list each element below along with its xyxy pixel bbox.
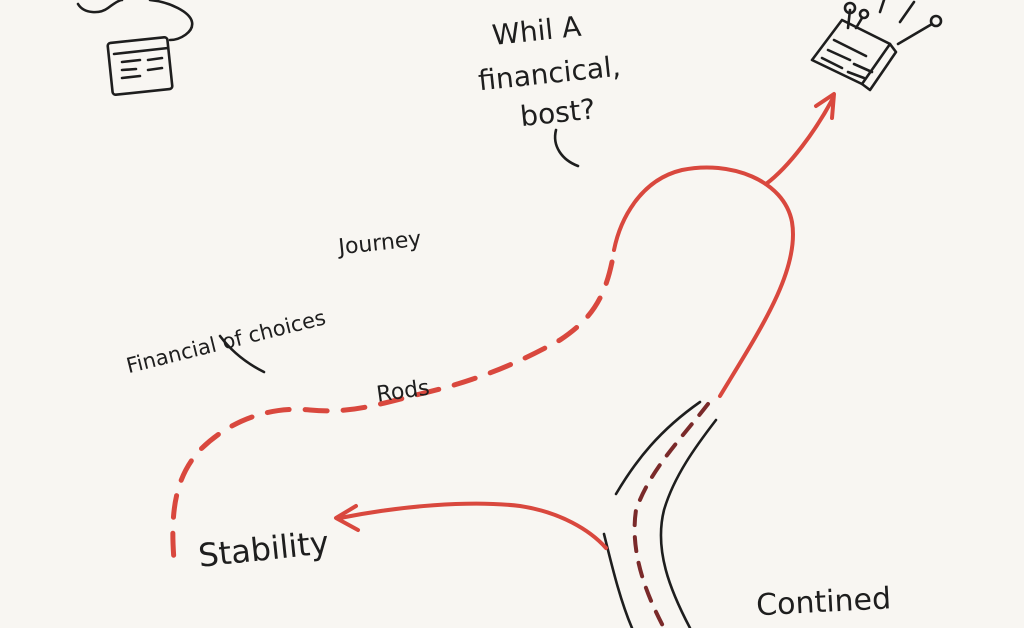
financial-choices-label: Financial of choices — [124, 305, 328, 378]
road-centre-line — [632, 402, 710, 628]
roads-label: Rods — [375, 376, 431, 408]
cloud-browser-icon — [76, 0, 194, 96]
main-path-solid — [612, 165, 795, 398]
document-with-pins-icon — [810, 0, 943, 92]
arrow-to-document — [764, 98, 834, 186]
question-line-3: bost? — [519, 92, 597, 133]
journey-label: Journey — [335, 227, 422, 261]
question-tail — [553, 128, 580, 168]
road-right-edge — [659, 418, 718, 628]
stability-label: Stability — [196, 523, 330, 574]
arrow-head-document — [814, 92, 836, 120]
continued-label: Contined — [755, 581, 892, 623]
road-left-edge-lower — [602, 532, 634, 628]
arrow-head-stability — [334, 504, 360, 532]
question-line-1: Whil A — [491, 10, 583, 52]
question-line-2: financical, — [477, 50, 622, 98]
choices-tail — [218, 334, 266, 374]
main-path-dashed — [170, 259, 615, 563]
arrow-to-stability — [338, 501, 608, 550]
road-left-edge — [614, 400, 702, 496]
